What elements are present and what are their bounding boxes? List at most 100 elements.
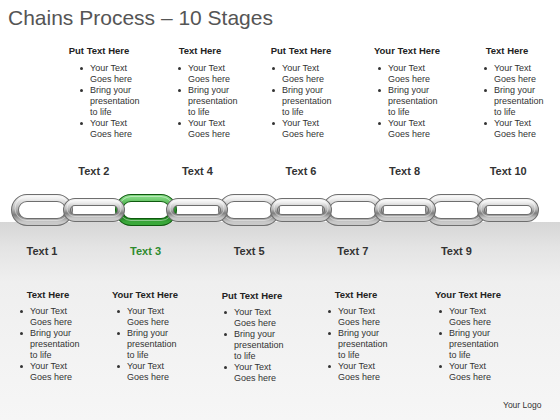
link-label: Text 3 [96, 245, 196, 257]
bullet-item: Your Text Goes here [376, 118, 444, 140]
bullet-dot [328, 365, 331, 368]
bullet-item: Bring your presentation to life [222, 329, 290, 362]
bullet-text: Your Text Goes here [338, 361, 380, 382]
block-heading: Your Text Here [435, 289, 501, 300]
bullet-item: Bring your presentation to life [482, 85, 550, 118]
logo-text: Your Logo [503, 400, 541, 410]
link-metal [378, 202, 432, 218]
bullet-item: Your Text Goes here [115, 306, 183, 328]
link-shine [222, 197, 276, 221]
bullet-dot [378, 89, 381, 92]
link-label: Text 4 [147, 165, 247, 177]
bullet-dot [178, 122, 181, 125]
bullet-dot [378, 122, 381, 125]
link-metal [326, 198, 380, 222]
bullet-text: Bring your presentation to life [90, 85, 140, 117]
bullet-dot [439, 365, 442, 368]
bullet-text: Your Text Goes here [127, 361, 169, 382]
bullet-dot [224, 333, 227, 336]
bullet-item: Your Text Goes here [482, 63, 550, 85]
chain-link: Text 8 [374, 193, 436, 227]
link-shine [274, 201, 328, 217]
bullet-dot [178, 67, 181, 70]
bullet-item: Bring your presentation to life [18, 328, 86, 361]
link-label: Text 8 [355, 165, 455, 177]
bullet-list: Your Text Goes hereBring your presentati… [376, 63, 446, 140]
bullet-dot [484, 89, 487, 92]
bullet-text: Your Text Goes here [30, 306, 72, 327]
link-shape [270, 193, 332, 227]
bullet-list: Your Text Goes hereBring your presentati… [18, 306, 88, 383]
link-outline [481, 202, 535, 218]
link-label: Text 2 [44, 165, 144, 177]
bullet-list: Your Text Goes hereBring your presentati… [482, 63, 552, 140]
bullet-dot [272, 89, 275, 92]
bullet-item: Bring your presentation to life [326, 328, 394, 361]
link-shine [481, 201, 535, 217]
bullet-item: Your Text Goes here [437, 361, 505, 383]
link-shine [170, 201, 224, 217]
bullet-dot [80, 89, 83, 92]
bullet-item: Your Text Goes here [176, 118, 244, 140]
block-heading: Put Text Here [222, 290, 283, 301]
bullet-item: Your Text Goes here [78, 118, 146, 140]
bullet-text: Bring your presentation to life [338, 328, 388, 360]
bullet-text: Your Text Goes here [449, 361, 491, 382]
bullet-text: Your Text Goes here [234, 362, 276, 383]
bullet-dot [117, 365, 120, 368]
bullet-text: Your Text Goes here [388, 118, 430, 139]
bullet-dot [20, 332, 23, 335]
bullet-text: Your Text Goes here [127, 306, 169, 327]
bullet-text: Your Text Goes here [188, 118, 230, 139]
link-label: Text 5 [199, 245, 299, 257]
bullet-item: Bring your presentation to life [270, 85, 338, 118]
bullet-dot [80, 67, 83, 70]
bullet-text: Bring your presentation to life [494, 85, 544, 117]
bullet-dot [484, 67, 487, 70]
bullet-item: Bring your presentation to life [376, 85, 444, 118]
link-metal [67, 202, 121, 218]
bullet-dot [328, 310, 331, 313]
bullet-item: Your Text Goes here [376, 63, 444, 85]
bullet-dot [484, 122, 487, 125]
bullet-item: Bring your presentation to life [437, 328, 505, 361]
bullet-dot [272, 67, 275, 70]
link-shine [378, 201, 432, 217]
bullet-dot [20, 365, 23, 368]
bullet-item: Your Text Goes here [270, 118, 338, 140]
bullet-list: Your Text Goes hereBring your presentati… [115, 306, 185, 383]
bullet-item: Bring your presentation to life [115, 328, 183, 361]
link-shape [477, 193, 539, 227]
bullet-dot [117, 332, 120, 335]
bullet-item: Bring your presentation to life [176, 85, 244, 118]
bullet-text: Bring your presentation to life [449, 328, 499, 360]
diagram-title: Chains Process – 10 Stages [8, 6, 273, 30]
bullet-dot [378, 67, 381, 70]
link-label: Text 1 [0, 245, 92, 257]
link-metal [15, 198, 69, 222]
link-shine [15, 197, 69, 221]
link-metal [429, 198, 483, 222]
bullet-item: Your Text Goes here [18, 361, 86, 383]
link-shine [326, 197, 380, 221]
link-shine [119, 197, 173, 221]
bullet-item: Your Text Goes here [437, 306, 505, 328]
link-label: Text 7 [303, 245, 403, 257]
bullet-dot [328, 332, 331, 335]
bullet-list: Your Text Goes hereBring your presentati… [222, 307, 292, 384]
bullet-dot [178, 89, 181, 92]
bullet-text: Your Text Goes here [338, 306, 380, 327]
bullet-dot [439, 310, 442, 313]
bullet-list: Your Text Goes hereBring your presentati… [270, 63, 340, 140]
bullet-text: Bring your presentation to life [388, 85, 438, 117]
link-shape [374, 193, 436, 227]
link-metal [222, 198, 276, 222]
bullet-dot [224, 311, 227, 314]
bullet-text: Your Text Goes here [494, 63, 536, 84]
block-heading: Text Here [335, 289, 378, 300]
bullet-item: Your Text Goes here [482, 118, 550, 140]
bullet-dot [439, 332, 442, 335]
bullet-dot [224, 366, 227, 369]
link-label: Text 9 [406, 245, 506, 257]
bullet-list: Your Text Goes hereBring your presentati… [176, 63, 246, 140]
